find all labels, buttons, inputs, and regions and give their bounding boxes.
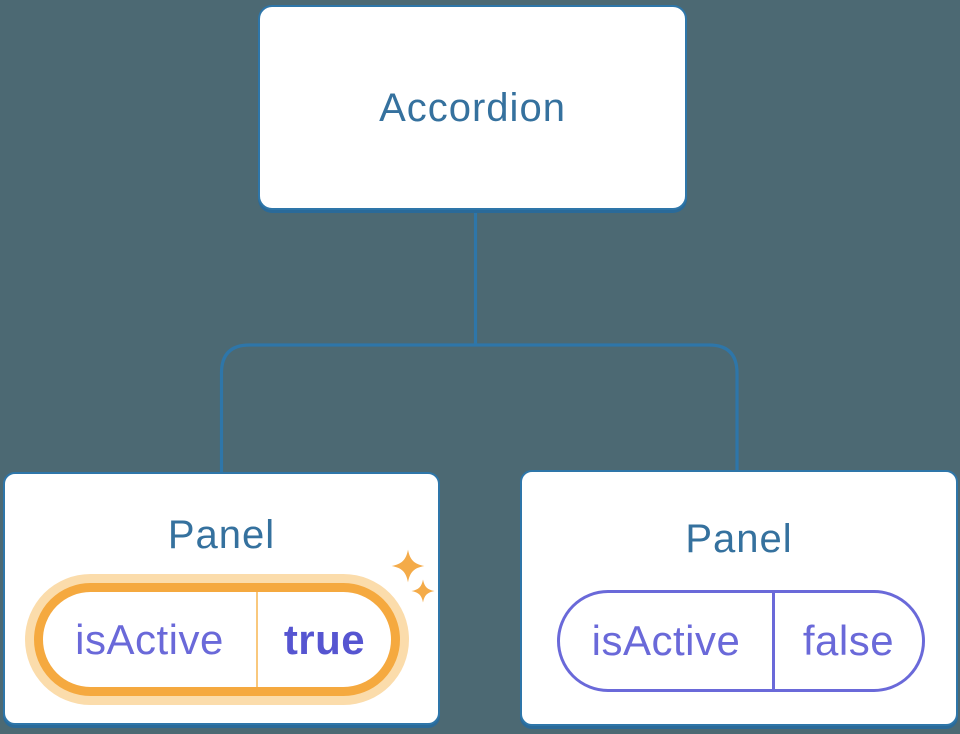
prop-value-label: false — [802, 617, 895, 664]
accordion-node: Accordion — [258, 5, 687, 210]
prop-value-label: true — [283, 615, 366, 663]
state-pill-active: isActive true — [34, 583, 400, 696]
state-pill-inactive: isActive false — [557, 590, 925, 692]
panel-node-label: Panel — [685, 517, 793, 561]
prop-name-label: isActive — [591, 617, 741, 664]
sparkle-large-icon — [391, 549, 425, 583]
panel-node-label: Panel — [167, 513, 276, 557]
pill-divider — [256, 592, 258, 687]
accordion-node-label: Accordion — [379, 85, 566, 130]
prop-name-label: isActive — [75, 615, 224, 663]
panel-node-active: Panel isActive true — [3, 472, 440, 725]
branch-connector-line — [219, 343, 739, 473]
panel-node-inactive: Panel isActive false — [520, 470, 958, 726]
pill-divider — [772, 593, 775, 689]
sparkle-small-icon — [411, 579, 435, 603]
